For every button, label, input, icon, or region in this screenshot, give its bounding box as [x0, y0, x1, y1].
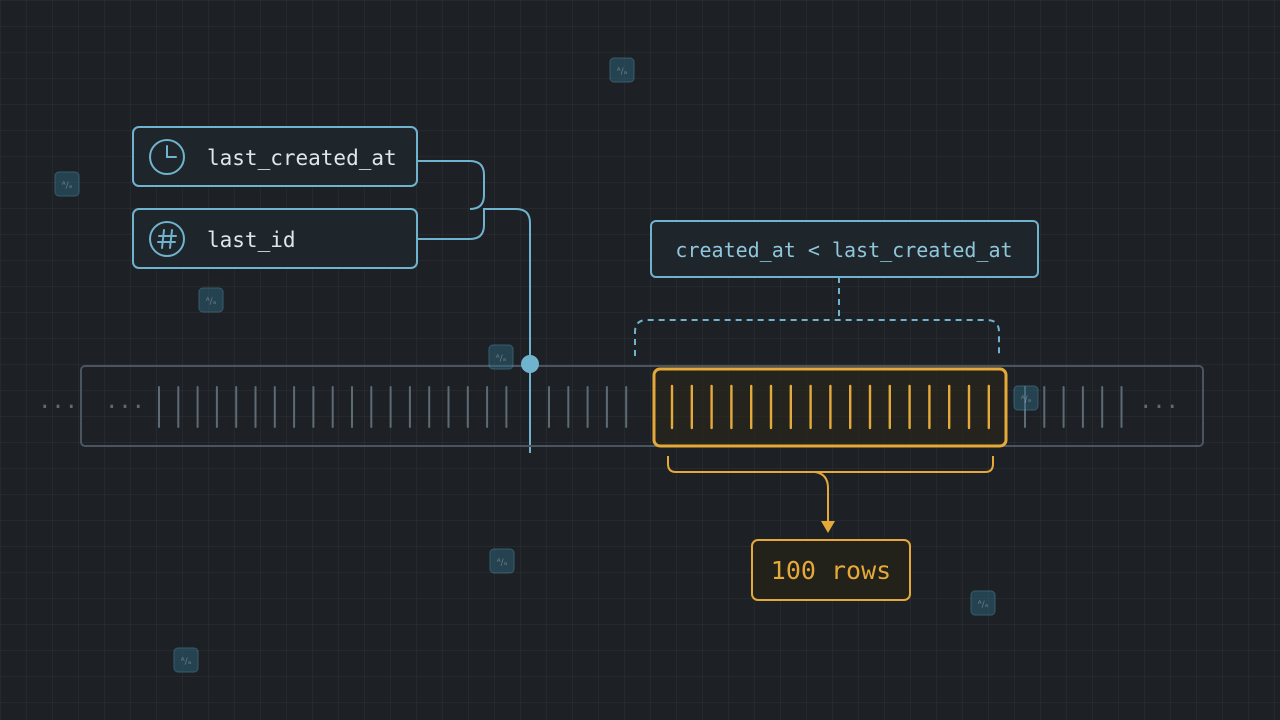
watermark-badge: ᴬ/ₐ: [488, 344, 514, 370]
result-bracket: [667, 456, 994, 473]
svg-text:ᴬ/ₐ: ᴬ/ₐ: [496, 354, 506, 364]
clock-icon: [149, 139, 185, 175]
svg-text:ᴬ/ₐ: ᴬ/ₐ: [206, 297, 216, 307]
result-count-label: 100 rows: [771, 556, 891, 585]
filter-bracket: [634, 319, 1000, 356]
ellipsis-left: ···: [38, 395, 78, 420]
cursor-field-last-id: last_id: [132, 208, 418, 269]
cursor-field-label: last_id: [207, 228, 296, 252]
row-ticks-before-cursor: [158, 386, 508, 428]
cursor-connector: [417, 160, 485, 210]
ellipsis-left-inner: ···: [105, 395, 145, 420]
row-ticks-remaining: [1024, 386, 1123, 428]
svg-text:ᴬ/ₐ: ᴬ/ₐ: [1021, 395, 1031, 405]
row-ticks-selected: [670, 384, 990, 430]
watermark-badge: ᴬ/ₐ: [173, 647, 199, 673]
filter-condition-text: created_at < last_created_at: [675, 238, 1012, 262]
result-arrow-head: [821, 521, 835, 533]
cursor-field-last-created-at: last_created_at: [132, 126, 418, 187]
svg-text:ᴬ/ₐ: ᴬ/ₐ: [617, 67, 627, 77]
watermark-badge: ᴬ/ₐ: [54, 171, 80, 197]
svg-text:ᴬ/ₐ: ᴬ/ₐ: [497, 558, 507, 568]
cursor-connector: [417, 208, 531, 453]
watermark-badge: ᴬ/ₐ: [609, 57, 635, 83]
svg-text:ᴬ/ₐ: ᴬ/ₐ: [62, 181, 72, 191]
svg-text:ᴬ/ₐ: ᴬ/ₐ: [181, 657, 191, 667]
cursor-field-label: last_created_at: [207, 146, 397, 170]
watermark-badge: ᴬ/ₐ: [489, 548, 515, 574]
result-arrow-line: [814, 471, 829, 522]
row-timeline-track: [80, 365, 1204, 447]
cursor-position-marker: [521, 355, 539, 373]
watermark-badge: ᴬ/ₐ: [198, 287, 224, 313]
watermark-badge: ᴬ/ₐ: [970, 590, 996, 616]
filter-condition: created_at < last_created_at: [650, 220, 1039, 278]
ellipsis-right: ···: [1139, 395, 1179, 420]
result-count-box: 100 rows: [751, 539, 911, 601]
svg-text:ᴬ/ₐ: ᴬ/ₐ: [978, 600, 988, 610]
watermark-badges: ᴬ/ₐ ᴬ/ₐ ᴬ/ₐ ᴬ/ₐ ᴬ/ₐ ᴬ/ₐ ᴬ/ₐ ᴬ/ₐ: [54, 57, 1039, 673]
watermark-badge: ᴬ/ₐ: [1013, 385, 1039, 411]
hash-icon: [149, 221, 185, 257]
row-ticks-after-cursor: [548, 386, 628, 428]
